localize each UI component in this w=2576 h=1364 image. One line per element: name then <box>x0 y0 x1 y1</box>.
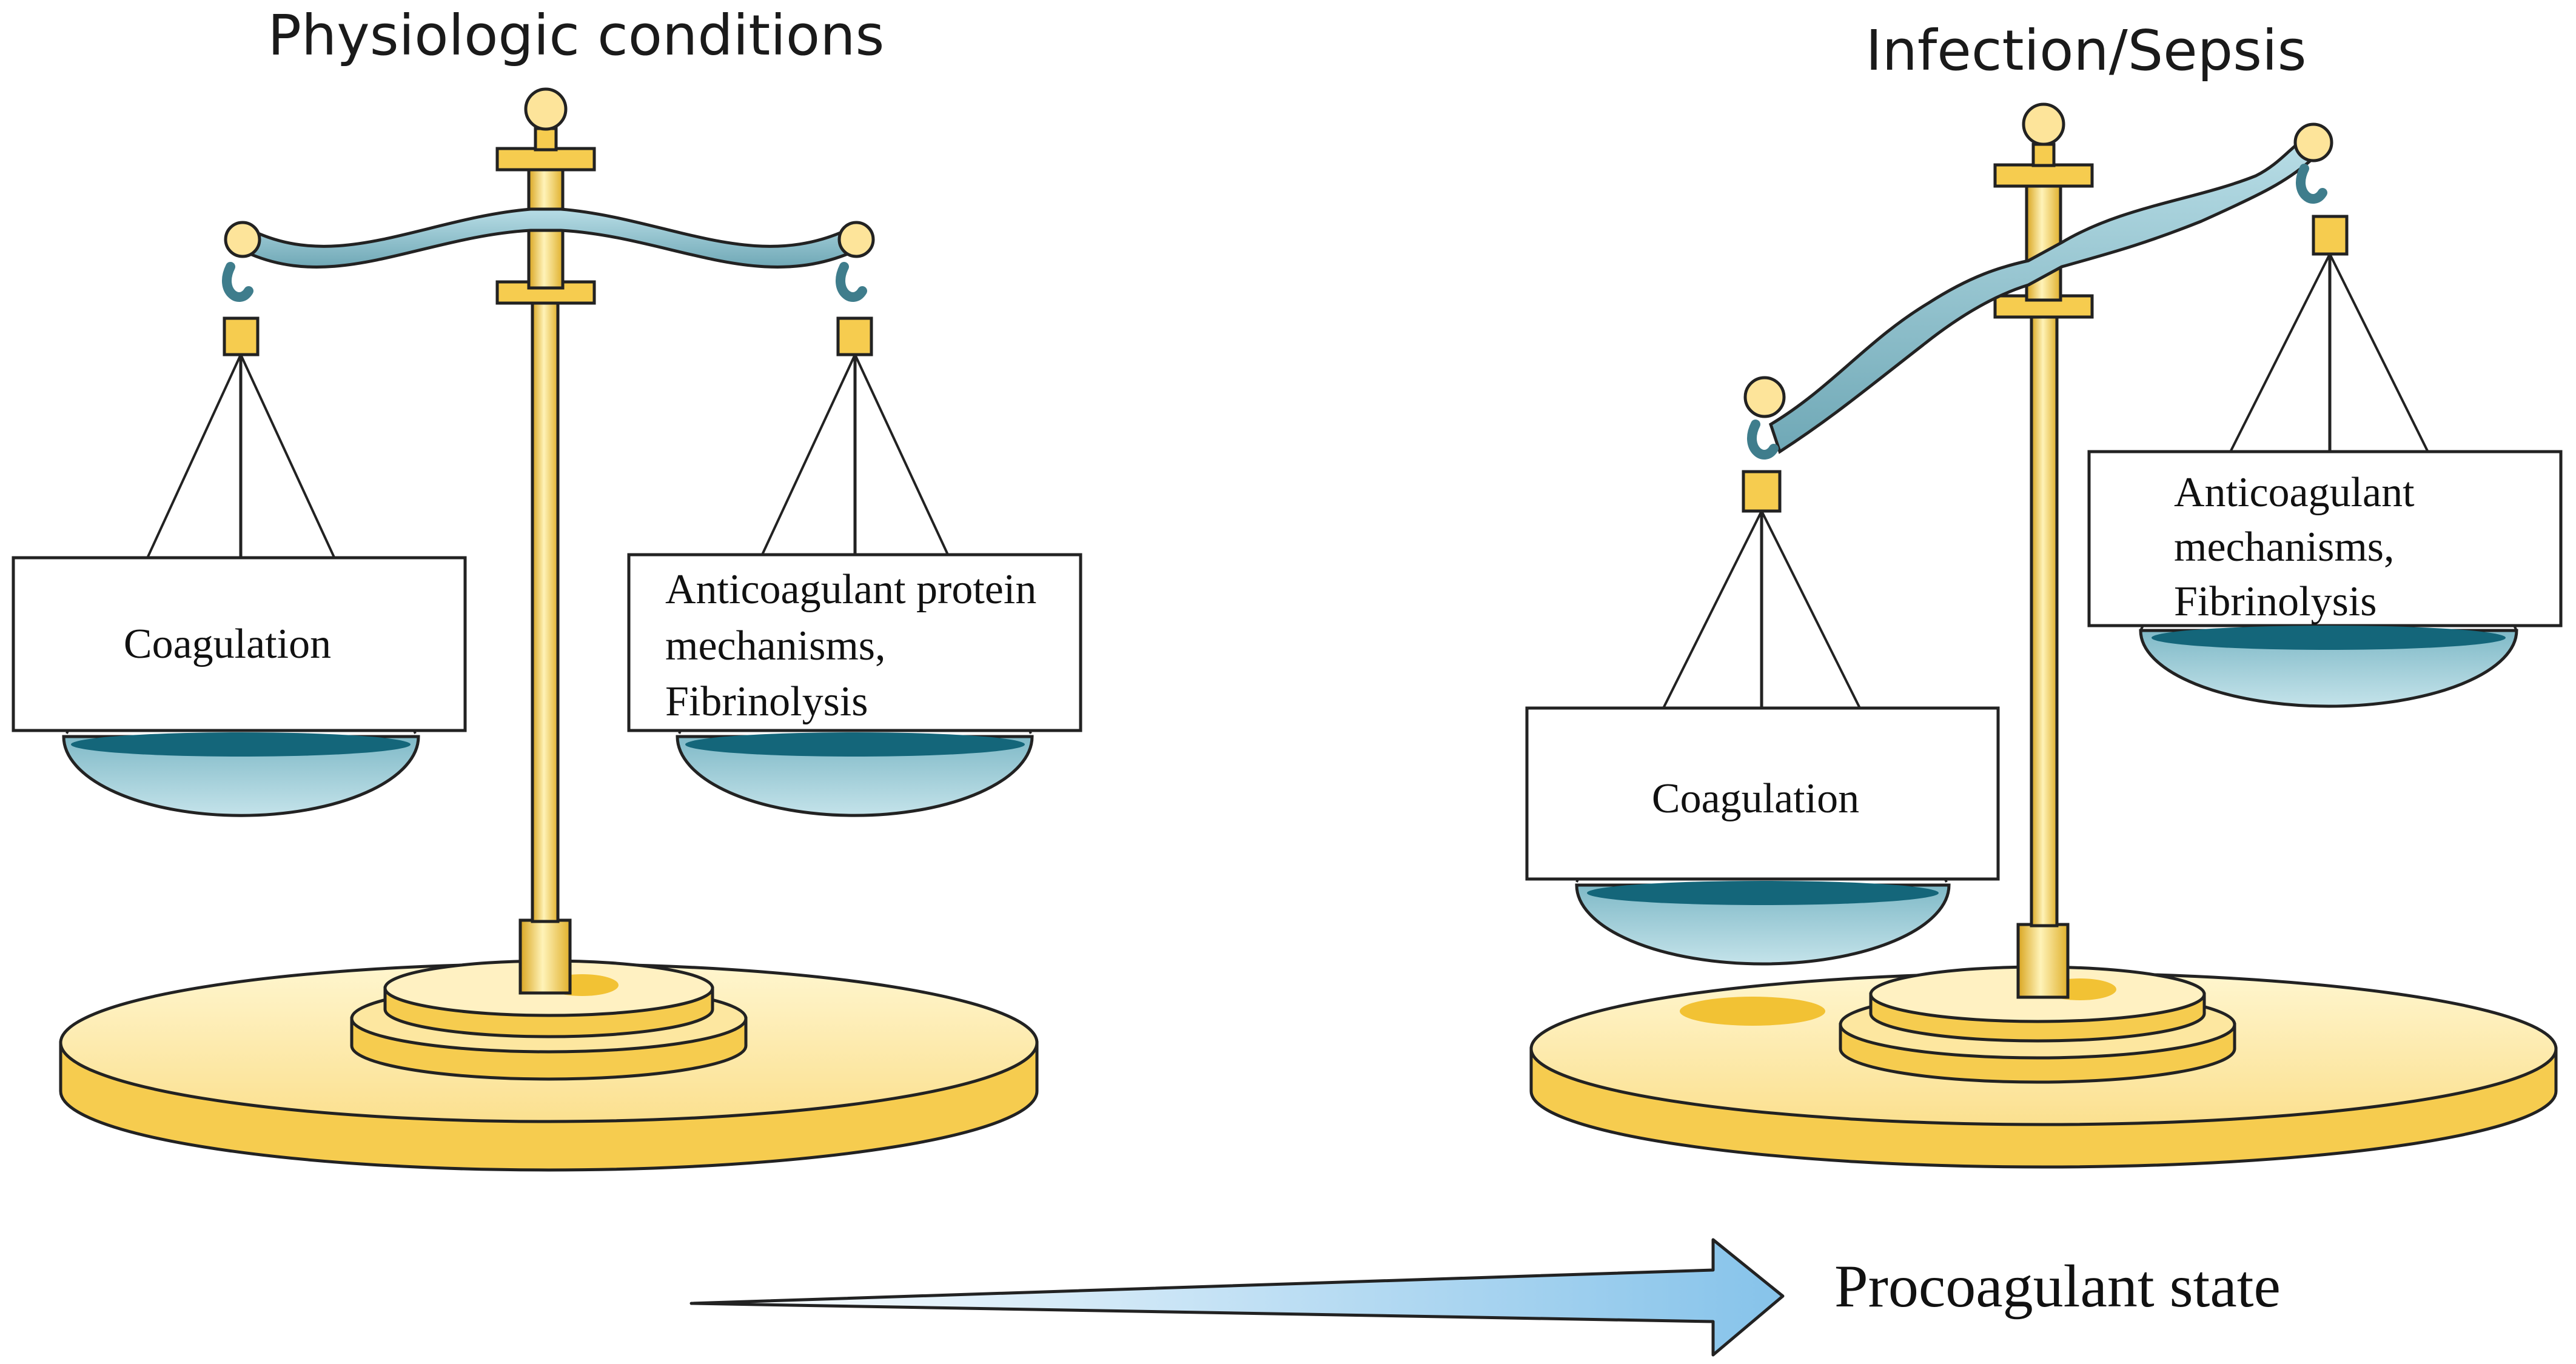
right-scale-base <box>1529 965 2558 1169</box>
right-scale-coagulation-pan: Coagulation <box>1525 376 2000 966</box>
procoagulant-state-label: Procoagulant state <box>1834 1252 2281 1320</box>
right-balance-scale: Coagulation Anticoagulant mechanisms, Fi… <box>1525 102 2563 1169</box>
left-scale-pillar <box>495 87 596 995</box>
left-scale-anticoagulant-label: Anticoagulant protein mechanisms, Fibrin… <box>665 566 1047 725</box>
right-scale-anticoagulant-label: Anticoagulant mechanisms, Fibrinolysis <box>2174 469 2425 625</box>
left-balance-scale: Coagulation Anticoagulant protein mechan… <box>12 87 1082 1172</box>
left-scale-title: Physiologic conditions <box>268 3 885 68</box>
right-scale-coagulation-label: Coagulation <box>1652 775 1859 822</box>
right-scale-title: Infection/Sepsis <box>1865 18 2306 83</box>
left-scale-anticoagulant-pan: Anticoagulant protein mechanisms, Fibrin… <box>627 221 1082 817</box>
right-scale-pillar <box>1993 102 2094 999</box>
right-scale-anticoagulant-line-3: Fibrinolysis <box>2174 578 2377 625</box>
left-scale-anticoagulant-line-2: mechanisms, <box>665 623 886 669</box>
left-scale-anticoagulant-line-1: Anticoagulant protein <box>665 566 1036 613</box>
left-scale-coagulation-pan: Coagulation <box>12 221 467 817</box>
left-scale-anticoagulant-line-3: Fibrinolysis <box>665 678 868 725</box>
procoagulant-arrow <box>689 1238 1785 1357</box>
right-scale-anticoagulant-line-2: mechanisms, <box>2174 524 2395 570</box>
left-scale-coagulation-label: Coagulation <box>124 621 331 667</box>
right-scale-anticoagulant-line-1: Anticoagulant <box>2174 469 2415 516</box>
right-scale-anticoagulant-pan: Anticoagulant mechanisms, Fibrinolysis <box>2087 122 2563 708</box>
